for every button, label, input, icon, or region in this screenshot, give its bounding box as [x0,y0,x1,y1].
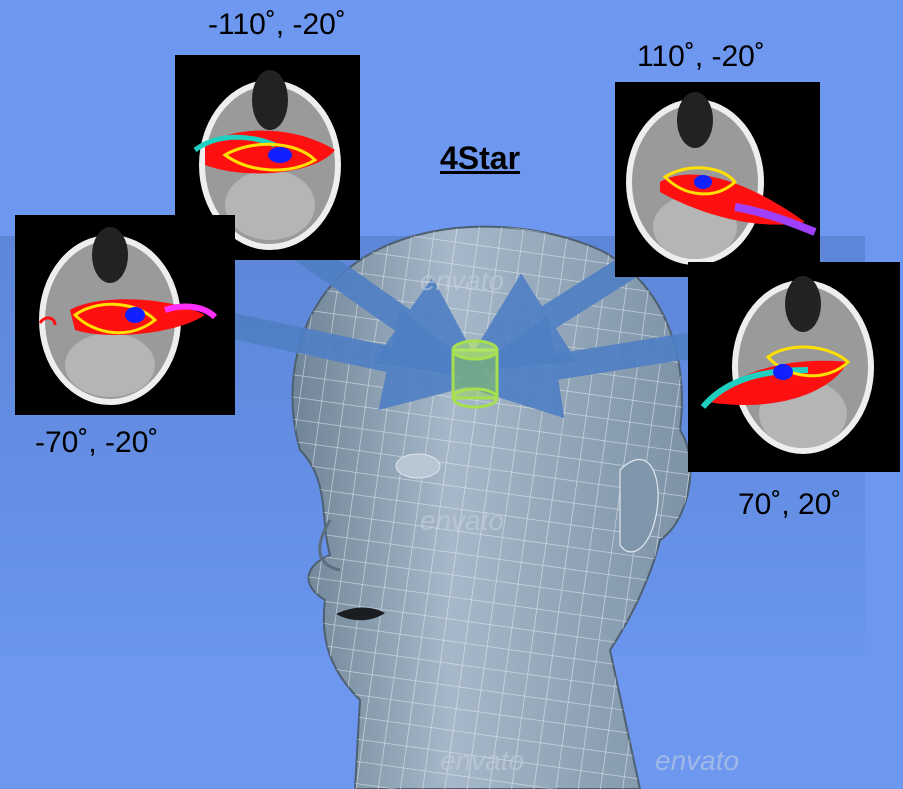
target-cylinder [453,341,497,407]
watermark-1: envato [420,265,504,296]
watermark-2: envato [420,505,504,536]
ct-scan-image [688,262,900,472]
ct-scan-image [15,215,235,415]
ct-panel-left [15,215,235,415]
angle-label-top-right: 110˚, -20˚ [637,40,765,74]
angle-label-right: 70˚, 20˚ [738,488,841,522]
ct-panel-top-right [615,82,820,277]
ct-scan-image [615,82,820,277]
ct-panel-right [688,262,900,472]
angle-label-top-left: -110˚, -20˚ [208,8,346,42]
watermark-4: envato [655,745,739,776]
diagram-title: 4Star [440,140,520,177]
angle-label-left: -70˚, -20˚ [35,426,158,460]
watermark-3: envato [440,745,524,776]
